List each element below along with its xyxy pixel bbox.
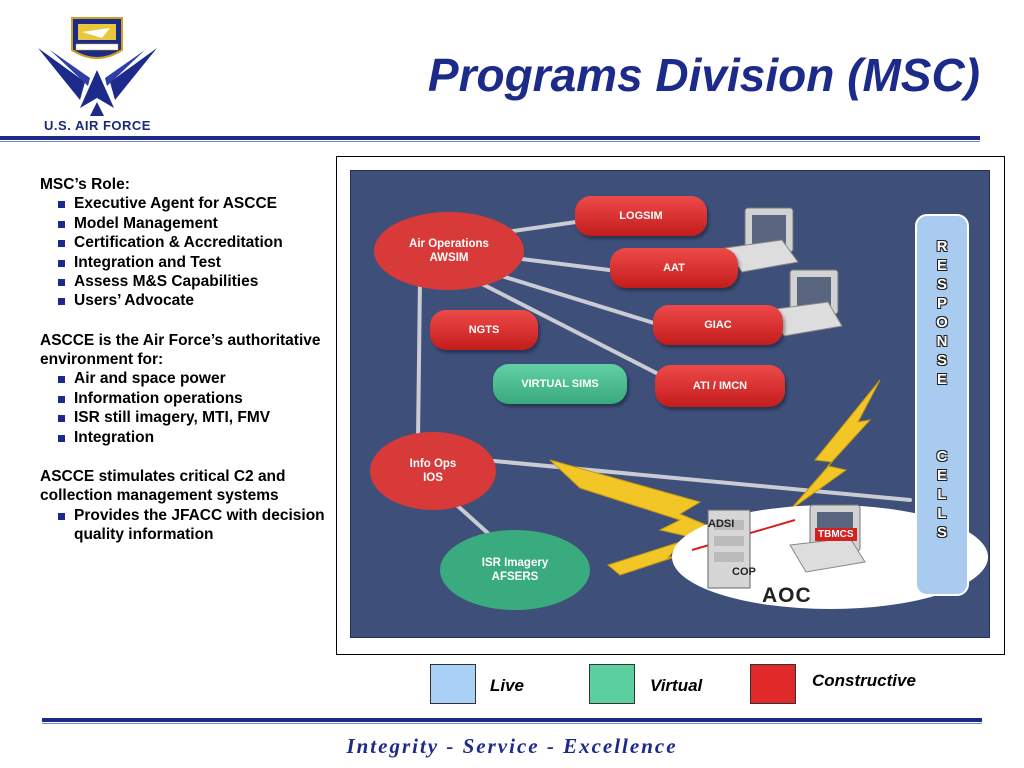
env-heading: ASCCE is the Air Force’s authoritative e…: [40, 331, 321, 368]
ngts-node: NGTS: [430, 310, 538, 350]
cop-label: COP: [732, 566, 756, 578]
list-item: Provides the JFACC with decision quality…: [40, 506, 340, 545]
response-letter: E: [936, 467, 947, 484]
response-letter: R: [936, 238, 948, 255]
computer-1: [724, 207, 799, 273]
env-list: Air and space power Information operatio…: [40, 369, 340, 447]
response-letter: E: [936, 371, 947, 388]
top-rule: [0, 136, 980, 140]
legend-swatch-virtual: [589, 664, 635, 704]
tbmcs-label: TBMCS: [815, 528, 857, 541]
aat-node: AAT: [610, 248, 738, 288]
list-item: Model Management: [40, 214, 340, 233]
node-label: IOS: [423, 472, 443, 484]
list-item: Executive Agent for ASCCE: [40, 194, 340, 213]
top-rule-thin: [0, 141, 980, 142]
stim-heading: ASCCE stimulates critical C2 and collect…: [40, 467, 286, 505]
giac-node: GIAC: [653, 305, 783, 345]
adsi-label: ADSI: [708, 518, 735, 530]
response-letter: N: [936, 333, 948, 350]
air-force-logo: [38, 17, 157, 116]
response-letter: L: [937, 505, 947, 522]
footer-motto: Integrity - Service - Excellence: [346, 734, 678, 758]
response-letter: S: [936, 276, 947, 293]
bottom-rule-thin: [42, 723, 982, 724]
list-item: Integration: [40, 428, 340, 447]
response-letter: P: [936, 295, 947, 312]
legend-swatch-constructive: [750, 664, 796, 704]
page-title: Programs Division (MSC): [427, 49, 980, 101]
role-list: Executive Agent for ASCCE Model Manageme…: [40, 194, 340, 310]
node-label: AFSERS: [491, 571, 539, 583]
logo-wordmark: U.S. AIR FORCE: [44, 118, 151, 133]
response-letter: L: [937, 486, 947, 503]
legend-label-constructive: Constructive: [812, 671, 916, 690]
role-heading: MSC’s Role:: [40, 176, 130, 193]
response-letter: O: [936, 314, 948, 331]
response-letter: E: [936, 257, 947, 274]
logsim-node: LOGSIM: [575, 196, 707, 236]
virtual-sims-node: VIRTUAL SIMS: [493, 364, 627, 404]
legend-swatch-live: [430, 664, 476, 704]
list-item: Integration and Test: [40, 253, 340, 272]
left-text-column: MSC’s Role: Executive Agent for ASCCE Mo…: [40, 175, 340, 544]
diagram-connections: [416, 207, 988, 609]
list-item: ISR still imagery, MTI, FMV: [40, 408, 340, 427]
response-cells-bar: R E S P O N S E C E L L S: [915, 214, 969, 596]
stim-list: Provides the JFACC with decision quality…: [40, 506, 340, 545]
node-label: ISR Imagery: [481, 556, 549, 569]
legend-label-live: Live: [490, 676, 525, 695]
list-item: Information operations: [40, 389, 340, 408]
aoc-label: AOC: [762, 584, 812, 607]
node-label: AWSIM: [429, 252, 469, 264]
node-label: Info Ops: [409, 457, 457, 470]
response-letter: S: [936, 352, 947, 369]
node-label: Air Operations: [409, 237, 489, 250]
response-letter: C: [936, 448, 948, 465]
computer-2: [767, 269, 843, 337]
list-item: Certification & Accreditation: [40, 233, 340, 252]
list-item: Assess M&S Capabilities: [40, 272, 340, 291]
legend-label-virtual: Virtual: [650, 676, 703, 695]
list-item: Air and space power: [40, 369, 340, 388]
list-item: Users’ Advocate: [40, 291, 340, 310]
ati-imcn-node: ATI / IMCN: [655, 365, 785, 407]
response-letter: S: [936, 524, 947, 541]
bottom-rule: [42, 718, 982, 722]
